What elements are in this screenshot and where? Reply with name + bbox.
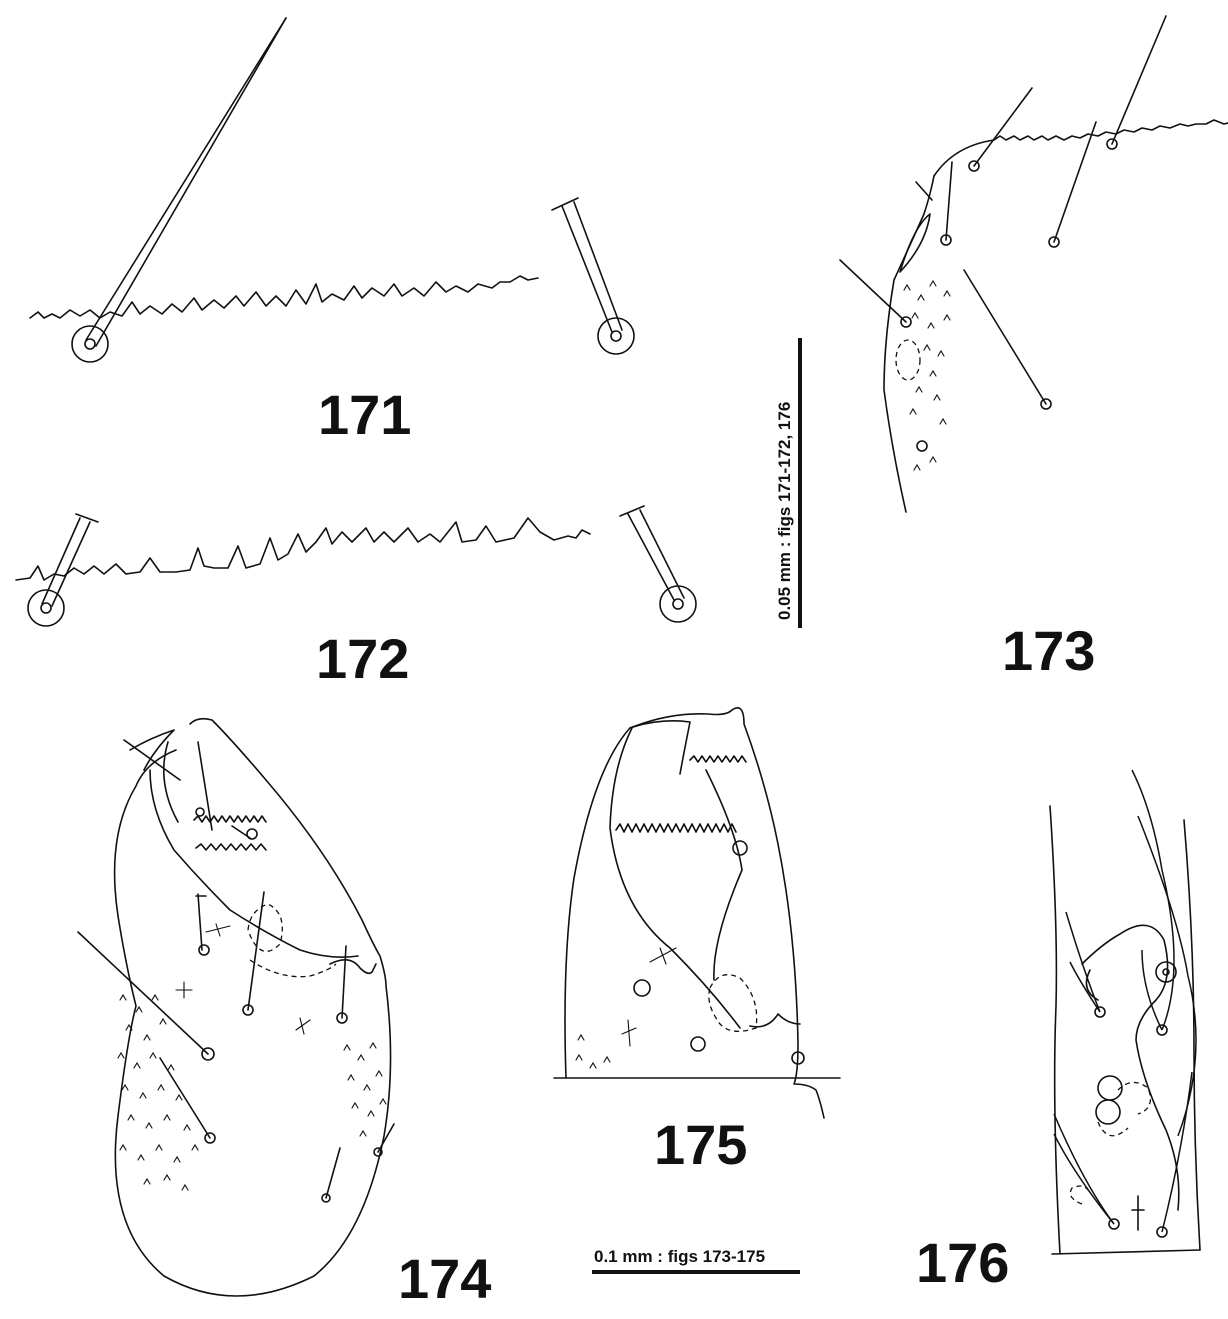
figure-172-drawing — [15, 505, 697, 627]
figure-176-label: 176 — [916, 1231, 1009, 1294]
scale-bar-01: 0.1 mm : figs 173-175 — [592, 1247, 800, 1274]
figure-173-label: 173 — [1002, 619, 1095, 682]
figure-171-label: 171 — [318, 383, 411, 446]
scale-bar-005: 0.05 mm : figs 171-172, 176 — [775, 338, 802, 628]
figure-175-drawing — [553, 707, 841, 1119]
figure-175-label: 175 — [654, 1113, 747, 1176]
figure-173-drawing — [839, 15, 1228, 513]
figure-172-label: 172 — [316, 627, 409, 690]
figure-176-drawing — [1049, 769, 1201, 1255]
figure-171-drawing — [29, 17, 635, 363]
scale-bar-01-label: 0.1 mm : figs 173-175 — [594, 1247, 765, 1266]
figure-174-label: 174 — [398, 1247, 491, 1310]
figure-174-drawing — [77, 717, 395, 1297]
scale-bar-005-label: 0.05 mm : figs 171-172, 176 — [775, 402, 794, 620]
